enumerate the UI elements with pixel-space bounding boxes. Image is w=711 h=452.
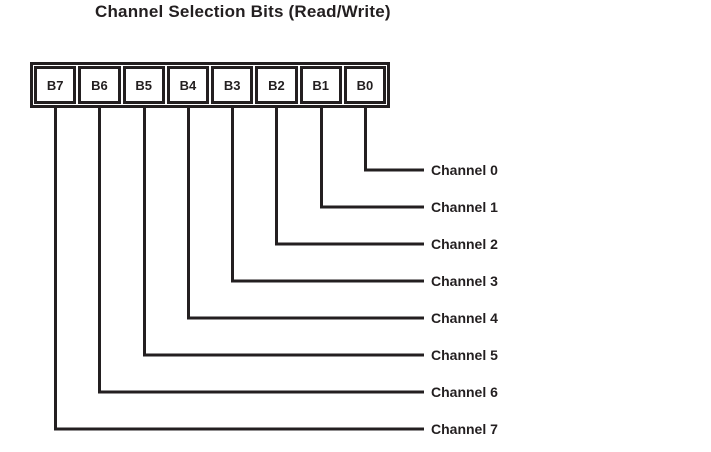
bit-label: B6 (91, 77, 108, 93)
bit-label: B4 (179, 77, 197, 93)
register-bit-cell-b3: B3 (211, 66, 254, 104)
register-bit-cell-b7: B7 (34, 66, 77, 104)
connector-line-b1 (320, 106, 424, 209)
register: B7 B6 B5 B4 B3 B2 B1 B0 (30, 62, 390, 108)
register-bit-cell-b6: B6 (78, 66, 121, 104)
bit-label: B2 (268, 77, 285, 93)
connector-line-b0 (364, 106, 424, 172)
channel-label-5: Channel 5 (431, 347, 498, 363)
register-bit-cell-b5: B5 (122, 66, 165, 104)
channel-label-0: Channel 0 (431, 162, 498, 178)
channel-label-3: Channel 3 (431, 273, 498, 289)
page-title: Channel Selection Bits (Read/Write) (95, 2, 391, 21)
connector-line-b4 (187, 106, 424, 320)
bit-label: B7 (46, 77, 64, 93)
bit-label: B5 (135, 77, 152, 93)
connector-line-b3 (231, 106, 424, 283)
channel-label-4: Channel 4 (431, 310, 498, 326)
connector-line-b2 (275, 106, 424, 246)
register-bit-cell-b0: B0 (343, 66, 386, 104)
register-bit-cell-b2: B2 (255, 66, 298, 104)
channel-label-6: Channel 6 (431, 384, 498, 400)
register-bit-cell-b4: B4 (166, 66, 209, 104)
connector-line-b7 (54, 106, 424, 431)
register-bit-cell-b1: B1 (299, 66, 342, 104)
connector-line-b5 (143, 106, 424, 357)
bit-label: B0 (356, 77, 374, 93)
bit-label: B1 (312, 77, 329, 93)
bit-label: B3 (223, 77, 241, 93)
connector-line-b6 (98, 106, 424, 394)
channel-label-2: Channel 2 (431, 236, 498, 252)
channel-label-1: Channel 1 (431, 199, 498, 215)
channel-label-7: Channel 7 (431, 421, 498, 437)
